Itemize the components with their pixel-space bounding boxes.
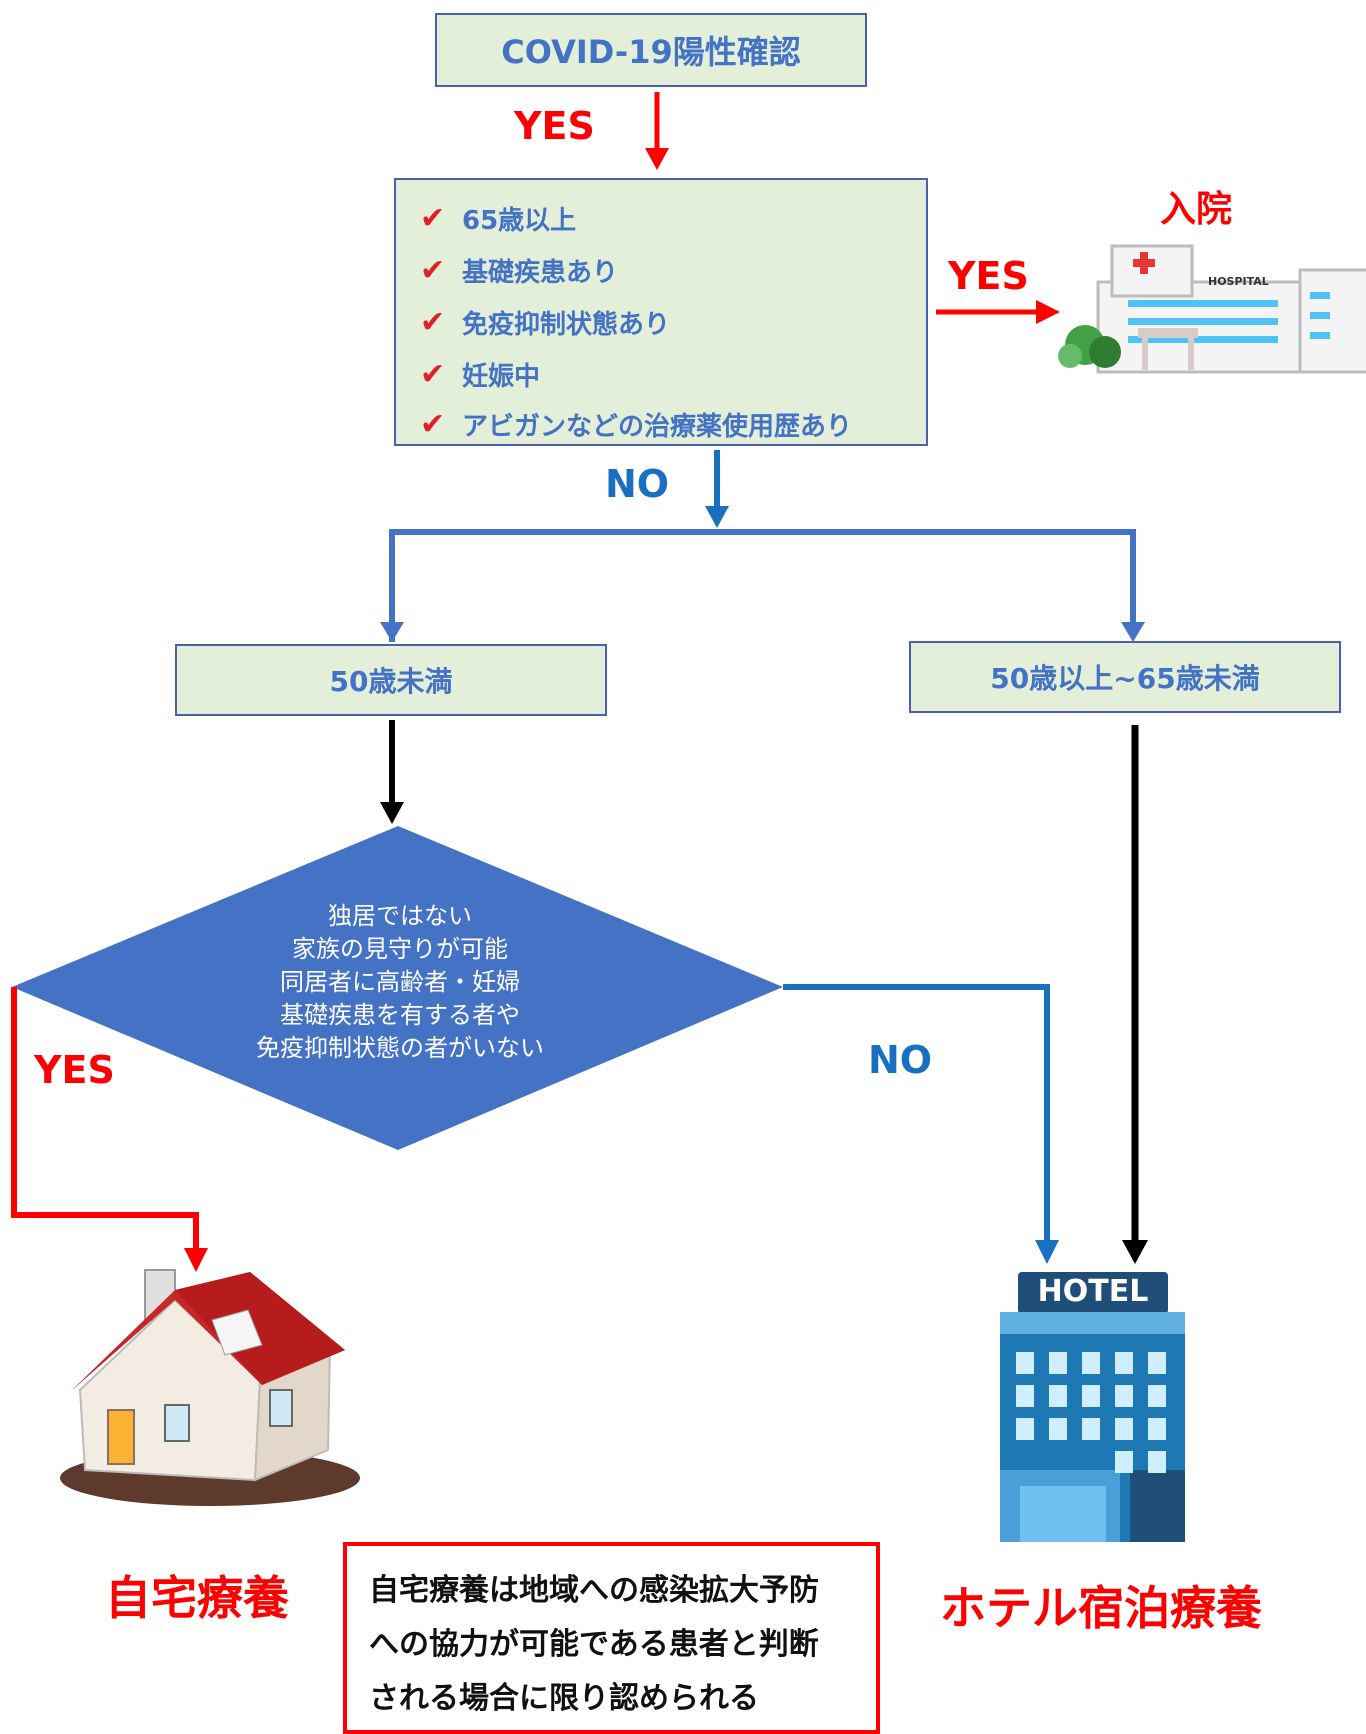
decision-line: 独居ではない (328, 902, 472, 930)
hotel-window (1115, 1418, 1133, 1440)
hotel-caption: ホテル宿泊療養 (940, 1581, 1262, 1635)
hotel-window (1082, 1418, 1100, 1440)
branch-left-label: 50歳未満 (329, 665, 453, 698)
criteria-item: ✔ アビガンなどの治療薬使用歴あり (420, 406, 852, 443)
checkmark-icon: ✔ (420, 357, 446, 392)
arrow-decision-no (783, 984, 1059, 1264)
criteria-item: ✔ 基礎疾患あり (420, 252, 618, 289)
hospital-caption: 入院 (1160, 189, 1233, 230)
start-node-label: COVID-19陽性確認 (501, 33, 801, 71)
hotel-window (1148, 1451, 1166, 1473)
hotel-window (1148, 1352, 1166, 1374)
checkmark-icon: ✔ (420, 201, 446, 236)
hotel-windows (1016, 1352, 1166, 1473)
hotel-window (1049, 1352, 1067, 1374)
decision-text: 独居ではない 家族の見守りが可能 同居者に高齢者・妊婦 基礎疾患を有する者や 免… (200, 900, 600, 1065)
arrow-right-to-hotel (1122, 725, 1148, 1264)
criteria-node: ✔ 65歳以上 ✔ 基礎疾患あり ✔ 免疫抑制状態あり ✔ 妊娠中 ✔ アビガン… (394, 178, 928, 446)
checkmark-icon: ✔ (420, 407, 446, 442)
criteria-item-label: 基礎疾患あり (462, 258, 619, 288)
criteria-item-label: 65歳以上 (462, 206, 577, 236)
split-connector (380, 529, 1145, 642)
hotel-window (1082, 1385, 1100, 1407)
criteria-item-label: アビガンなどの治療薬使用歴あり (462, 412, 853, 442)
hotel-window (1115, 1385, 1133, 1407)
note-line: される場合に限り認められる (369, 1681, 759, 1716)
decision-line: 基礎疾患を有する者や (280, 1001, 520, 1029)
hotel-window (1115, 1451, 1133, 1473)
criteria-item-label: 免疫抑制状態あり (462, 310, 671, 340)
decision-line: 免疫抑制状態の者がいない (256, 1034, 544, 1062)
hotel-sign: HOTEL (1037, 1274, 1149, 1309)
hotel-window (1016, 1352, 1034, 1374)
hotel-window (1115, 1352, 1133, 1374)
hotel-window (1148, 1418, 1166, 1440)
decision-line: 同居者に高齢者・妊婦 (280, 968, 520, 996)
decision-diamond (12, 826, 783, 1150)
decision-line: 家族の見守りが可能 (292, 935, 508, 963)
arrow-criteria-no (705, 450, 729, 528)
home-caption: 自宅療養 (105, 1571, 289, 1625)
branch-left-node: 50歳未満 (175, 644, 607, 716)
checkmark-icon: ✔ (420, 253, 446, 288)
arrow-decision-yes (11, 987, 208, 1272)
branch-right-label: 50歳以上~65歳未満 (990, 662, 1260, 695)
hotel-window (1016, 1418, 1034, 1440)
note-line: 自宅療養は地域への感染拡大予防 (369, 1573, 819, 1608)
hotel-window (1016, 1385, 1034, 1407)
edge-label-criteria-yes: YES (948, 254, 1029, 298)
edge-label-start-yes: YES (514, 104, 595, 148)
hospital-illustration (1058, 244, 1366, 374)
criteria-item: ✔ 65歳以上 (420, 200, 576, 237)
edge-label-decision-yes: YES (34, 1048, 115, 1092)
note-box: 自宅療養は地域への感染拡大予防 への協力が可能である患者と判断 される場合に限り… (343, 1542, 880, 1734)
hotel-window (1082, 1352, 1100, 1374)
arrow-left-to-decision (380, 720, 404, 824)
edge-label-criteria-no: NO (605, 462, 670, 506)
arrow-criteria-yes (936, 300, 1060, 324)
criteria-item: ✔ 妊娠中 (420, 356, 540, 393)
checkmark-icon: ✔ (420, 305, 446, 340)
hotel-window (1049, 1418, 1067, 1440)
branch-right-node: 50歳以上~65歳未満 (909, 641, 1341, 713)
hotel-window (1148, 1385, 1166, 1407)
start-node: COVID-19陽性確認 (435, 13, 867, 87)
hospital-sign: HOSPITAL (1208, 275, 1269, 288)
home-illustration (60, 1269, 360, 1506)
hotel-window (1049, 1385, 1067, 1407)
arrow-start-yes (645, 92, 669, 170)
note-line: への協力が可能である患者と判断 (369, 1627, 819, 1662)
criteria-item: ✔ 免疫抑制状態あり (420, 304, 670, 341)
criteria-item-label: 妊娠中 (462, 362, 541, 392)
edge-label-decision-no: NO (868, 1038, 933, 1082)
